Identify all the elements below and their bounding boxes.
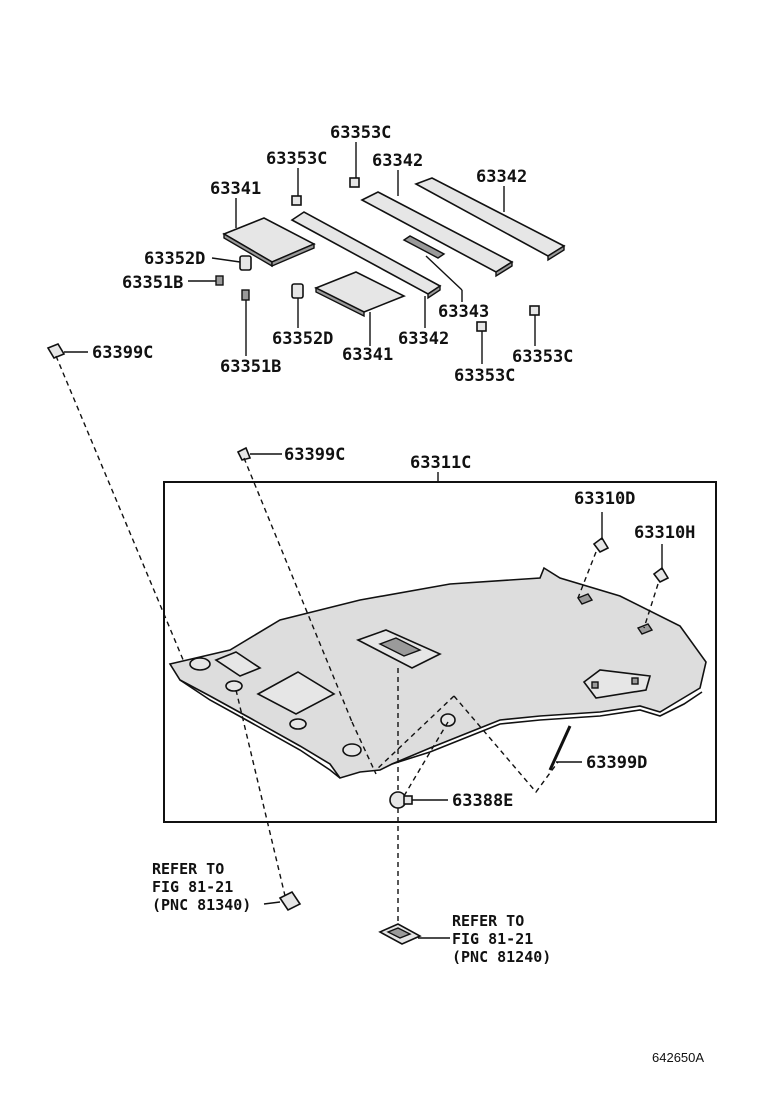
clip-63310D[interactable] [592,536,610,554]
block-63352D-upper[interactable] [239,255,252,271]
clip-63351B-upper[interactable] [215,275,224,286]
strip-63342-right[interactable] [414,177,566,262]
label-63310D: 63310D [574,489,635,509]
strip-63342-center[interactable] [290,211,442,300]
strip-63342-middle[interactable] [360,191,514,278]
clip-63399C-middle[interactable] [236,446,252,461]
refer-left-line3: (PNC 81340) [152,896,251,914]
label-63342-c: 63342 [398,329,449,349]
label-63341-lower: 63341 [342,345,393,365]
clip-63310H[interactable] [652,566,670,584]
fixture-pnc-81340[interactable] [278,890,302,912]
clip-63351B-lower[interactable] [241,289,250,301]
clip-63399C-upper[interactable] [46,343,66,359]
block-63352D-lower[interactable] [291,283,304,299]
label-63311C: 63311C [410,453,471,473]
headliner-frame [163,481,717,823]
label-63343: 63343 [438,302,489,322]
label-63310H: 63310H [634,523,695,543]
refer-right-line3: (PNC 81240) [452,948,551,966]
label-63388E: 63388E [452,791,513,811]
label-63399C-middle: 63399C [284,445,345,465]
headliner-63311C[interactable] [168,566,707,779]
pad-63341-upper[interactable] [222,217,316,268]
refer-right-line1: REFER TO [452,912,524,930]
rod-63399D[interactable] [548,725,572,771]
refer-left-line1: REFER TO [152,860,224,878]
clip-63353C-top[interactable] [349,177,360,188]
label-63353C-left: 63353C [266,149,327,169]
label-63353C-top: 63353C [330,123,391,143]
label-63341-upper: 63341 [210,179,261,199]
label-63351B-upper: 63351B [122,273,183,293]
diagram-code: 642650A [652,1050,704,1065]
label-63352D-upper: 63352D [144,249,205,269]
label-63353C-right: 63353C [512,347,573,367]
screw-63388E[interactable] [389,791,413,809]
label-63399D: 63399D [586,753,647,773]
refer-right-line2: FIG 81-21 [452,930,533,948]
label-63342-b: 63342 [476,167,527,187]
label-63399C-upper: 63399C [92,343,153,363]
label-63352D-lower: 63352D [272,329,333,349]
label-63342-a: 63342 [372,151,423,171]
refer-left-line2: FIG 81-21 [152,878,233,896]
label-63353C-bottom: 63353C [454,366,515,386]
strip-63343[interactable] [402,235,446,259]
fixture-pnc-81240[interactable] [378,923,422,945]
clip-63353C-bottom[interactable] [476,321,487,332]
clip-63353C-left[interactable] [291,195,302,206]
pad-63341-lower[interactable] [314,271,406,318]
clip-63353C-right[interactable] [529,305,540,316]
label-63351B-lower: 63351B [220,357,281,377]
